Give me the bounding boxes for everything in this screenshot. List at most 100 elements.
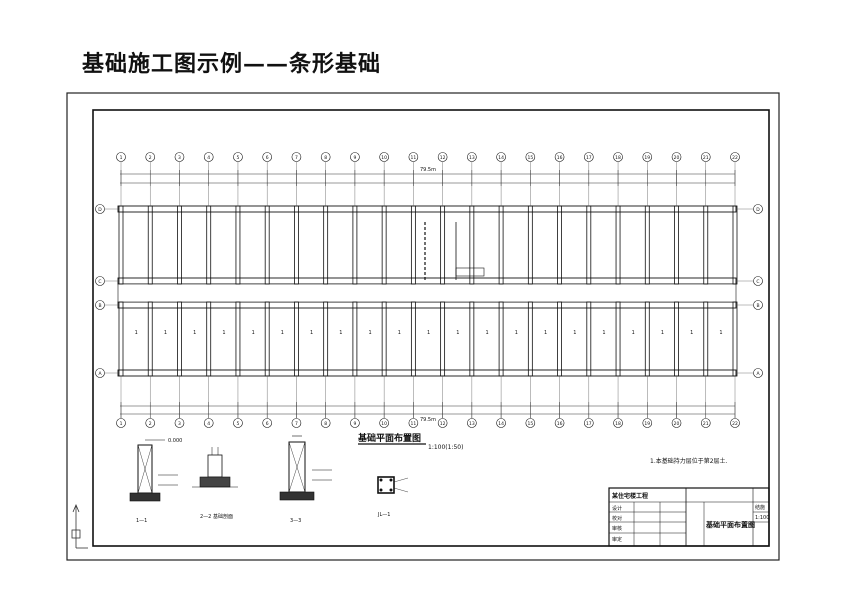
grid-bubble-label: 5 [237, 155, 240, 161]
grid-bubble [525, 152, 536, 162]
row-bubble-label: C [756, 279, 759, 285]
grid-bubble [437, 418, 448, 428]
section-mark: 1 [310, 330, 313, 336]
grid-bubble-label: 7 [295, 155, 298, 161]
grid-bubble [671, 152, 682, 162]
corridor [117, 283, 737, 303]
cross-wall-lower [410, 301, 416, 377]
grid-bubble-label: 14 [498, 155, 504, 161]
grid-bubble-label: 21 [703, 421, 709, 427]
title-block-role-4: 审定 [612, 536, 622, 543]
section-3-footing [279, 491, 315, 501]
grid-bubble [320, 418, 331, 428]
cross-wall-lower [615, 301, 621, 377]
section-3-label: 3—3 [290, 518, 301, 524]
grid-bubble [700, 152, 711, 162]
section-mark: 1 [369, 330, 372, 336]
cross-wall-upper [381, 205, 387, 285]
grid-bubble-label: 16 [557, 155, 563, 161]
cross-wall-upper [323, 205, 329, 285]
grid-bubble-label: 15 [527, 421, 533, 427]
row-bubble-label: D [756, 207, 760, 213]
grid-bubble-label: 13 [469, 421, 475, 427]
title-block-role-2: 校对 [612, 515, 622, 522]
title-block-scale: 1:100 [755, 515, 769, 521]
grid-bubble-label: 9 [353, 421, 356, 427]
level-mark: 0.000 [168, 438, 182, 444]
cross-wall-upper [732, 205, 738, 285]
grid-bubble-label: 4 [207, 421, 210, 427]
cross-wall-lower [264, 301, 270, 377]
grid-bubble [613, 152, 623, 162]
cross-wall-upper [498, 205, 504, 285]
grid-bubble-label: 20 [674, 421, 680, 427]
cross-wall-lower [498, 301, 504, 377]
grid-bubble-label: 22 [732, 421, 738, 427]
title-block-role-1: 设计 [612, 505, 622, 512]
grid-bubble [379, 418, 389, 428]
grid-bubble-label: 6 [266, 155, 269, 161]
cross-wall-lower [381, 301, 387, 377]
section-mark: 1 [398, 330, 401, 336]
grid-bubble [350, 152, 360, 162]
section-mark: 1 [661, 330, 664, 336]
cross-wall-lower [586, 301, 592, 377]
row-bubble-label: B [756, 303, 759, 309]
grid-bubble [320, 152, 331, 162]
grid-bubble-label: 9 [353, 155, 356, 161]
section-2-2 [192, 447, 238, 488]
section-mark: 1 [222, 330, 225, 336]
plan-scale: 1:100(1:50) [428, 444, 463, 451]
cross-wall-lower [703, 301, 709, 377]
grid-bubble [730, 418, 740, 428]
grid-bubble [262, 152, 272, 162]
cross-wall-upper [235, 205, 241, 285]
grid-bubble-label: 12 [440, 155, 446, 161]
section-mark: 1 [632, 330, 635, 336]
title-block [608, 487, 770, 547]
grid-bubble-label: 21 [703, 155, 709, 161]
grid-bubble [174, 152, 185, 162]
grid-bubble-label: 4 [207, 155, 210, 161]
row-bubble [753, 276, 763, 286]
row-bubble-label: A [98, 371, 102, 377]
section-2-label: 2—2 基础剖面 [200, 513, 233, 520]
grid-bubble [496, 418, 506, 428]
grid-bubble [467, 418, 477, 428]
grid-bubble [554, 152, 565, 162]
title-block-sheet: 结施 [755, 504, 765, 511]
grid-bubble-label: 1 [120, 155, 123, 161]
cross-wall-upper [294, 205, 299, 285]
grid-bubble [467, 152, 477, 162]
cross-wall-lower [206, 301, 212, 377]
grid-bubble-label: 3 [178, 155, 181, 161]
cross-wall-upper [352, 205, 358, 285]
cross-wall-lower [557, 301, 562, 377]
grid-bubble [437, 152, 448, 162]
section-mark: 1 [427, 330, 430, 336]
cross-wall-lower [527, 301, 533, 377]
cross-wall-lower [440, 301, 446, 377]
grid-bubble [203, 152, 214, 162]
section-3-3 [279, 435, 332, 501]
grid-bubble [145, 152, 156, 162]
section-mark: 1 [456, 330, 459, 336]
cross-wall-upper [264, 205, 270, 285]
section-1-1 [129, 439, 178, 502]
row-bubble [753, 300, 763, 310]
grid-bubble [642, 418, 653, 428]
row-bubble-label: B [98, 303, 101, 309]
grid-bubble [700, 418, 711, 428]
beam-label: JL—1 [377, 512, 390, 518]
grid-bubble [203, 418, 214, 428]
section-mark: 1 [573, 330, 576, 336]
grid-bubble [174, 418, 185, 428]
cross-wall-lower [235, 301, 241, 377]
grid-bubble-label: 11 [411, 155, 417, 161]
cross-wall-upper [644, 205, 650, 285]
grid-bubble-label: 1 [120, 421, 123, 427]
cross-wall-upper [177, 205, 182, 285]
